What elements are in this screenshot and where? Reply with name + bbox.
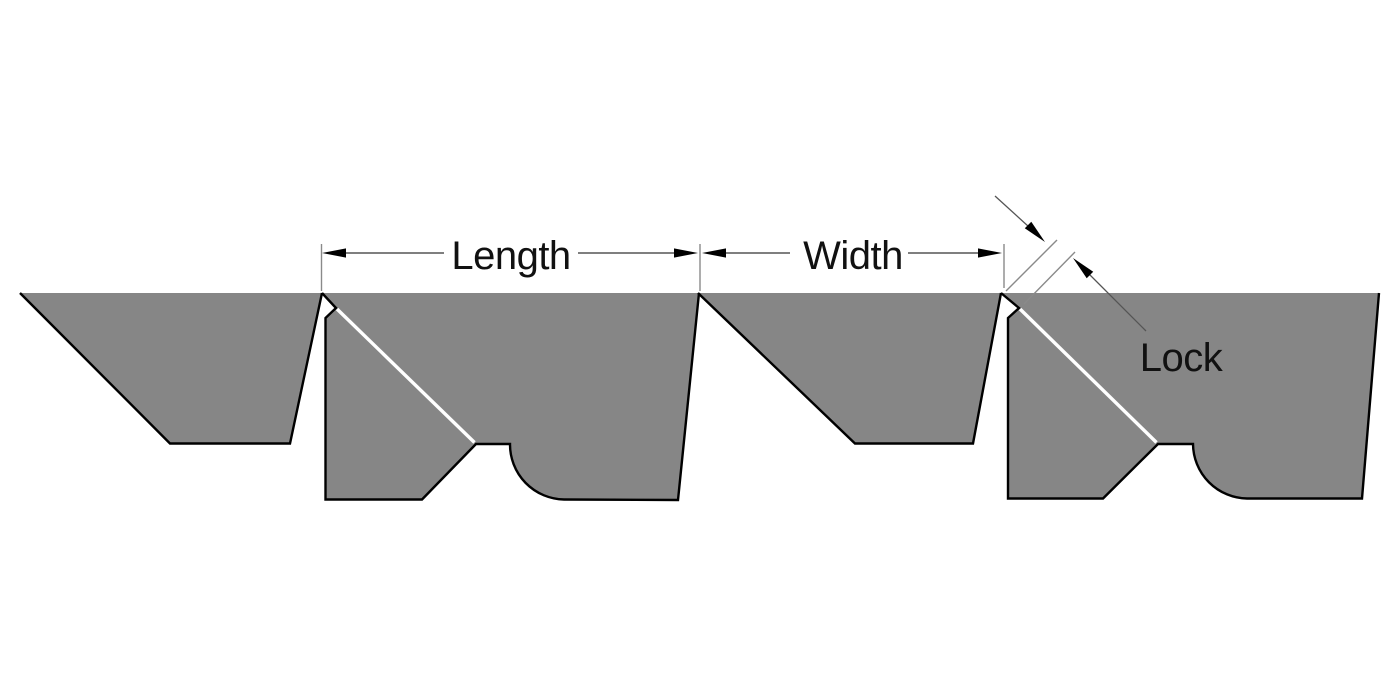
length-label: Length <box>451 234 570 278</box>
plank-2-outline <box>321 292 701 502</box>
length-arrow-left <box>322 248 346 258</box>
plank-fills <box>20 293 1379 500</box>
lock-joint-line-left-plank <box>335 307 476 444</box>
plank-1-fill <box>20 293 322 444</box>
plank-3-fill <box>698 293 1001 444</box>
width-arrow-left <box>702 248 726 258</box>
lock-label: Lock <box>1140 336 1224 380</box>
lock-arrow-upper <box>1024 221 1049 246</box>
length-dimension: Length <box>320 234 701 291</box>
lock-extension-line-outer <box>1005 239 1058 292</box>
plank-2-fill <box>322 293 699 500</box>
width-dimension: Width <box>702 234 1005 288</box>
lock-arrow-lower <box>1069 254 1094 279</box>
length-arrow-right <box>674 248 698 258</box>
plank-outlines <box>19 292 1381 502</box>
lock-joint-lines <box>335 307 1158 444</box>
lock-dimension: Lock <box>994 195 1224 380</box>
plank-3-outline <box>697 292 1003 445</box>
lock-joint-line-right-plank <box>1018 307 1158 444</box>
width-arrow-right <box>978 248 1002 258</box>
plank-4-fill <box>1001 293 1379 499</box>
plank-1-outline <box>19 292 324 445</box>
lock-extension-line-inner <box>1023 251 1076 305</box>
plank-4-outline <box>1000 292 1381 500</box>
width-label: Width <box>803 234 903 278</box>
